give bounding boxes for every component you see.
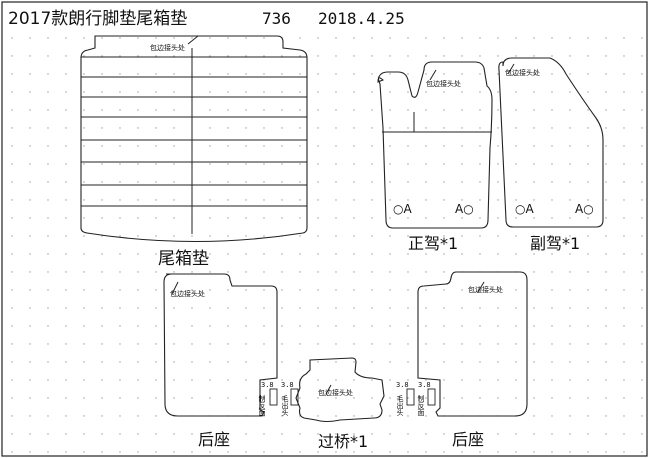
trunk-mat-piece: 包边接头处 [80, 35, 308, 243]
bridge-piece: 包边接头处 [295, 357, 385, 423]
passenger-pedal-mark-right: A○ [575, 202, 594, 216]
right-strip-note-reverse: 制反面 [417, 394, 425, 417]
driver-edge-joint-note: 包边接头处 [426, 79, 461, 88]
right-strip-size-b: 3.8 [418, 381, 431, 389]
right-strip-box-2 [427, 388, 436, 406]
rear-left-mat-piece: 包边接头处 [163, 273, 278, 417]
bridge-edge-joint-note: 包边接头处 [318, 388, 353, 397]
right-strip-note-pile: 毛出头 [396, 394, 404, 417]
left-strip-size-a: 3.8 [261, 381, 274, 389]
left-strip-size-b: 3.8 [281, 381, 294, 389]
passenger-edge-joint-note: 包边接头处 [505, 68, 540, 77]
driver-pedal-mark-right: A○ [455, 202, 474, 216]
left-strip-box [269, 388, 278, 406]
left-strip-note-reverse: 制反面 [258, 394, 266, 417]
left-strip-note-pile: 毛出头 [281, 394, 289, 417]
rear-left-mat-label: 后座 [198, 430, 230, 449]
rear-left-strip-notes: 3.8 3.8 制反面 毛出头 [258, 381, 299, 417]
header-title: 2017款朗行脚垫尾箱垫 [8, 9, 187, 29]
passenger-mat-piece: 包边接头处 ○A A○ [498, 57, 604, 228]
header-code: 736 [262, 9, 291, 28]
bridge-label: 过桥*1 [318, 432, 368, 451]
rear-right-mat-label: 后座 [452, 430, 484, 449]
trunk-edge-joint-note: 包边接头处 [150, 43, 185, 52]
trunk-mat-label: 尾箱垫 [158, 249, 209, 269]
right-strip-box [406, 388, 415, 406]
driver-mat-label: 正驾*1 [408, 234, 458, 253]
rear-right-strip-notes: 3.8 3.8 毛出头 制反面 [396, 381, 436, 417]
rear-right-edge-joint-note: 包边接头处 [468, 285, 503, 294]
right-strip-size-a: 3.8 [396, 381, 409, 389]
passenger-pedal-mark-left: ○A [515, 202, 534, 216]
rear-left-edge-joint-note: 包边接头处 [170, 289, 205, 298]
passenger-mat-label: 副驾*1 [530, 234, 580, 253]
driver-mat-piece: 包边接头处 ○A A○ [377, 61, 493, 229]
rear-right-mat-piece: 包边接头处 [417, 271, 528, 417]
driver-pedal-mark-left: ○A [393, 202, 412, 216]
left-strip-box-2 [290, 388, 299, 406]
header-date: 2018.4.25 [318, 9, 405, 28]
